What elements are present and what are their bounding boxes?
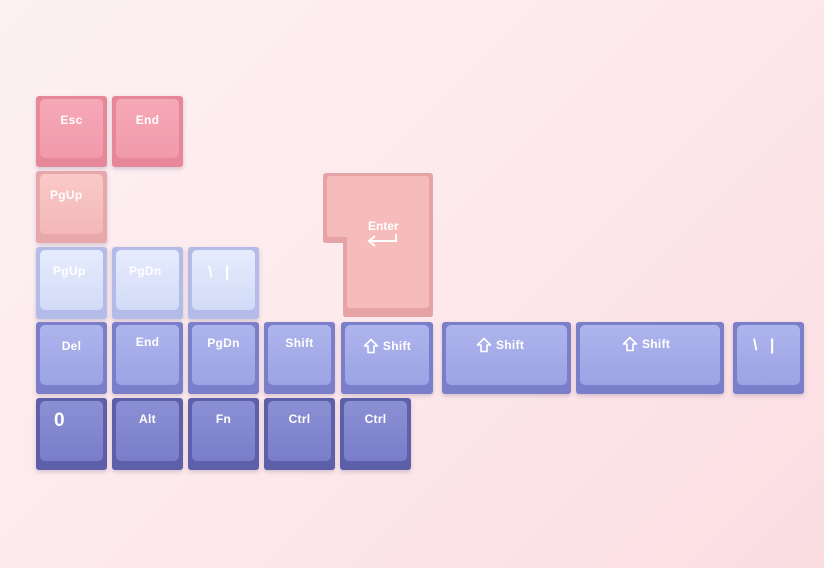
pgdn-mid-label: PgDn [207, 336, 240, 350]
up-arrow-outline-icon [622, 336, 638, 352]
backslash-key-pale[interactable]: \ | [188, 247, 259, 319]
shift-key-175u[interactable]: Shift [442, 322, 571, 394]
shift-125u-legend: Shift [363, 338, 411, 354]
backslash-pale-label: \ | [208, 264, 234, 281]
zero-key-label: 0 [54, 410, 65, 431]
ctrl-key-2-label: Ctrl [364, 412, 387, 426]
pgup-key-pale[interactable]: PgUp [36, 247, 107, 319]
pgdn-key-pale[interactable]: PgDn [112, 247, 183, 319]
backslash-key-mid[interactable]: \ | [733, 322, 804, 394]
del-key-label: Del [61, 339, 82, 353]
pgdn-key-mid[interactable]: PgDn [188, 322, 259, 394]
pgup-key-salmon[interactable]: PgUp [36, 171, 107, 243]
ctrl-key-2[interactable]: Ctrl [340, 398, 411, 470]
up-arrow-outline-icon [476, 337, 492, 353]
end-key-mid[interactable]: End [112, 322, 183, 394]
shift-175u-label: Shift [496, 338, 525, 352]
esc-key[interactable]: Esc [36, 96, 107, 167]
fn-key[interactable]: Fn [188, 398, 259, 470]
pgdn-pale-label: PgDn [129, 264, 162, 278]
zero-key[interactable]: 0 [36, 398, 107, 470]
shift-125u-label: Shift [382, 339, 412, 353]
end-mid-label: End [135, 335, 160, 349]
alt-key[interactable]: Alt [112, 398, 183, 470]
alt-key-label: Alt [139, 412, 156, 426]
ctrl-key-1[interactable]: Ctrl [264, 398, 335, 470]
shift-175u-legend: Shift [476, 337, 524, 353]
shift-2u-label: Shift [642, 337, 671, 351]
backslash-mid-label: \ | [753, 337, 779, 354]
pgup-pale-label: PgUp [53, 264, 86, 278]
end-key-label: End [135, 113, 160, 127]
shift-1u-label: Shift [285, 336, 314, 350]
end-key-pink[interactable]: End [112, 96, 183, 167]
return-arrow-icon [367, 234, 397, 247]
up-arrow-outline-icon [363, 338, 379, 354]
shift-key-125u[interactable]: Shift [341, 322, 433, 394]
ctrl-key-1-label: Ctrl [288, 412, 311, 426]
shift-key-2u[interactable]: Shift [576, 322, 724, 394]
pgup-key-label: PgUp [50, 188, 83, 202]
fn-key-label: Fn [215, 412, 232, 426]
del-key[interactable]: Del [36, 322, 107, 394]
esc-key-label: Esc [60, 113, 83, 127]
enter-key[interactable]: Enter [322, 171, 434, 318]
shift-2u-legend: Shift [622, 336, 670, 352]
enter-key-label: Enter [368, 219, 399, 233]
shift-key-1u[interactable]: Shift [264, 322, 335, 394]
